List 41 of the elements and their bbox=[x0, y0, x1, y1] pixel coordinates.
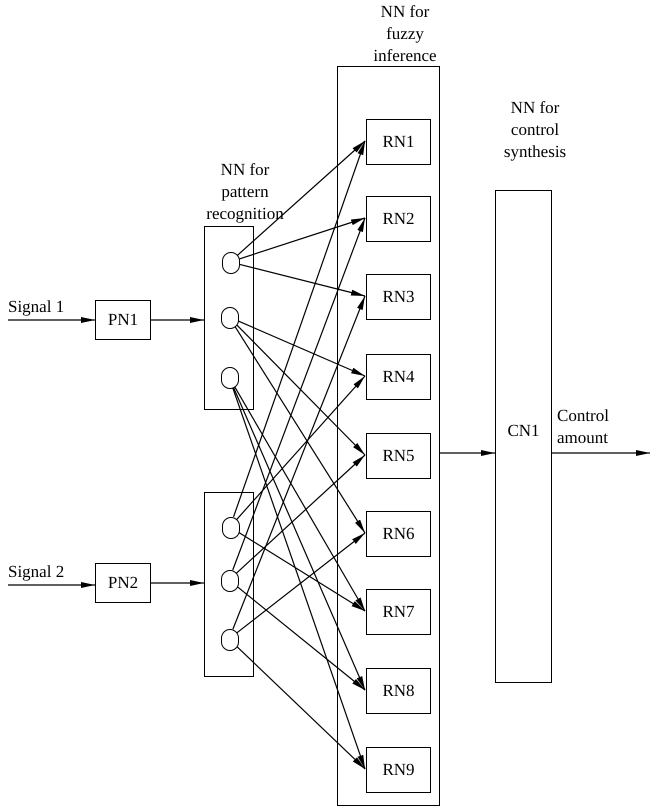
arrow bbox=[151, 580, 204, 586]
arrow bbox=[440, 450, 495, 456]
arrow bbox=[236, 324, 366, 456]
process-box: PN2 bbox=[95, 563, 151, 603]
process-box: RN8 bbox=[366, 668, 431, 714]
arrow bbox=[238, 264, 366, 297]
network-heading: NN for fuzzy inference bbox=[372, 1, 438, 67]
arrow bbox=[151, 317, 204, 323]
arrow bbox=[238, 217, 366, 260]
network-box bbox=[204, 492, 254, 677]
signal-label: Signal 1 bbox=[8, 296, 83, 318]
process-box: RN2 bbox=[366, 196, 431, 242]
arrow bbox=[236, 532, 366, 634]
arrow bbox=[234, 325, 366, 534]
arrow bbox=[236, 586, 366, 690]
arrow bbox=[232, 386, 366, 770]
process-box: RN4 bbox=[366, 354, 431, 400]
arrow bbox=[236, 140, 366, 256]
arrow bbox=[232, 296, 366, 630]
arrow bbox=[232, 218, 366, 570]
arrow bbox=[236, 645, 366, 770]
process-box: RN6 bbox=[366, 511, 431, 557]
arrow bbox=[552, 450, 650, 456]
arrow bbox=[236, 376, 366, 520]
arrow bbox=[237, 320, 366, 377]
process-box: RN3 bbox=[366, 274, 431, 320]
process-box: RN9 bbox=[366, 747, 431, 793]
unit-label: CN1 bbox=[506, 420, 541, 442]
network-heading: NN for pattern recognition bbox=[205, 159, 285, 225]
process-box: PN1 bbox=[95, 300, 151, 340]
signal-label: Signal 2 bbox=[8, 561, 83, 583]
arrow bbox=[232, 140, 366, 518]
arrow bbox=[236, 454, 366, 574]
network-heading: NN for control synthesis bbox=[502, 97, 568, 163]
arrow bbox=[234, 386, 366, 612]
arrow bbox=[8, 582, 95, 588]
signal-label: Control amount bbox=[557, 405, 650, 449]
arrow bbox=[8, 317, 95, 323]
process-box: RN7 bbox=[366, 589, 431, 635]
process-box: RN5 bbox=[366, 433, 431, 479]
process-box: RN1 bbox=[366, 119, 431, 165]
